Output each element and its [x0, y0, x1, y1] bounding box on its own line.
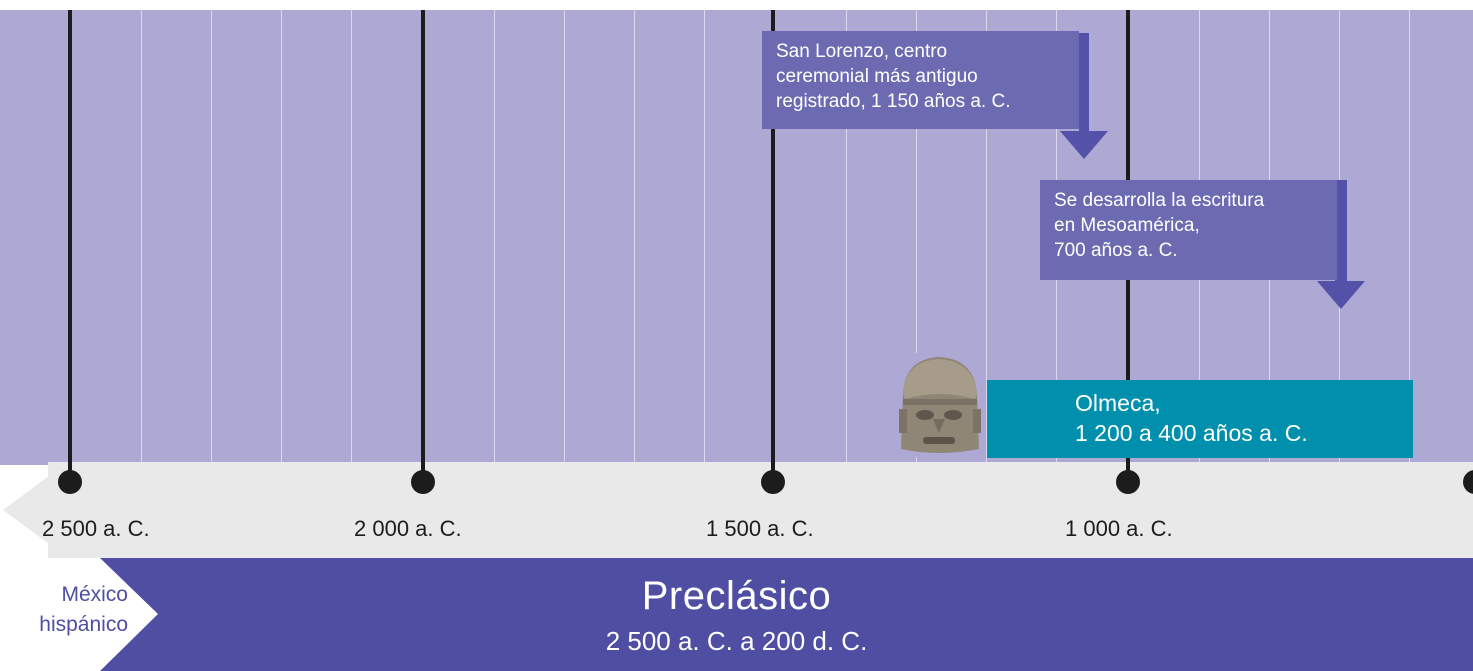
period-title: Preclásico — [641, 574, 832, 618]
tick-dot — [58, 470, 82, 494]
olmec-head-icon — [893, 353, 985, 457]
timeline-axis — [48, 462, 1473, 558]
tick-line — [68, 10, 72, 478]
grid-line — [986, 10, 987, 465]
tick-label: 1 000 a. C. — [1065, 516, 1173, 541]
callout-text: registrado, 1 150 años a. C. — [776, 91, 1011, 112]
grid-line — [211, 10, 212, 465]
tick-dot — [411, 470, 435, 494]
culture-olmeca: Olmeca, 1 200 a 400 años a. C. — [987, 380, 1413, 458]
callout-text: San Lorenzo, centro — [776, 41, 948, 62]
grid-line — [564, 10, 565, 465]
callout-text: ceremonial más antiguo — [776, 66, 978, 87]
grid-line — [281, 10, 282, 465]
grid-line — [141, 10, 142, 465]
previous-period-line: México — [61, 583, 128, 606]
tick-line — [421, 10, 425, 478]
previous-period-line: hispánico — [39, 613, 128, 636]
tick-dot — [1116, 470, 1140, 494]
callout-text: en Mesoamérica, — [1054, 215, 1200, 236]
callout-san-lorenzo: San Lorenzo, centro ceremonial más antig… — [762, 31, 1079, 129]
tick-dot — [1463, 470, 1473, 494]
callout-text: Se desarrolla la escritura — [1054, 190, 1265, 211]
callout-escritura: Se desarrolla la escritura en Mesoaméric… — [1040, 180, 1337, 280]
arrow-down-icon — [1317, 281, 1365, 309]
timeline-left-arrow-icon — [3, 476, 49, 544]
grid-line — [494, 10, 495, 465]
period-band — [100, 558, 1473, 671]
tick-dot — [761, 470, 785, 494]
grid-line — [846, 10, 847, 465]
grid-line — [634, 10, 635, 465]
culture-name: Olmeca, — [1075, 390, 1161, 416]
grid-line — [704, 10, 705, 465]
tick-line — [771, 10, 775, 478]
grid-line — [916, 10, 917, 465]
tick-label: 2 500 a. C. — [42, 516, 150, 541]
grid-line — [351, 10, 352, 465]
callout-stem — [1079, 33, 1089, 133]
arrow-down-icon — [1060, 131, 1108, 159]
culture-range: 1 200 a 400 años a. C. — [1075, 420, 1308, 446]
period-range: 2 500 a. C. a 200 d. C. — [605, 626, 868, 656]
grid-line — [1409, 10, 1410, 465]
tick-label: 1 500 a. C. — [706, 516, 814, 541]
tick-label: 2 000 a. C. — [354, 516, 462, 541]
previous-period-label: México hispánico — [0, 580, 128, 640]
callout-text: 700 años a. C. — [1054, 240, 1178, 261]
callout-stem — [1335, 180, 1347, 282]
